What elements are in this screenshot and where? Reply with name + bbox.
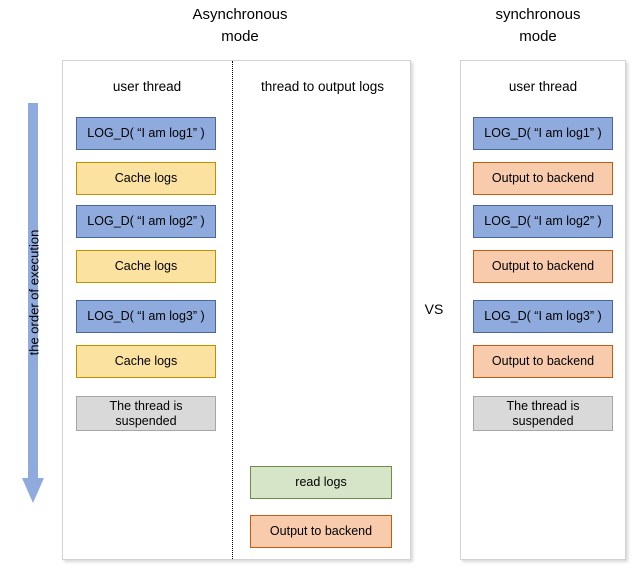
async-step-log3[interactable]: LOG_D( “I am log3” ) <box>76 300 216 333</box>
sync-step-output-to-backend-1[interactable]: Output to backend <box>473 162 613 195</box>
sync-step-log3[interactable]: LOG_D( “I am log3” ) <box>473 300 613 333</box>
async-step-read-logs[interactable]: read logs <box>250 466 392 499</box>
sync-step-log1[interactable]: LOG_D( “I am log1” ) <box>473 117 613 150</box>
sync-step-output-to-backend-2[interactable]: Output to backend <box>473 250 613 283</box>
execution-order-label: the order of execution <box>26 229 42 356</box>
async-step-cache-logs-2[interactable]: Cache logs <box>76 250 216 283</box>
sync-step-thread-suspended[interactable]: The thread is suspended <box>473 396 613 431</box>
async-step-thread-suspended[interactable]: The thread is suspended <box>76 396 216 431</box>
async-mode-title: Asynchronous mode <box>192 6 288 45</box>
execution-order-arrow: the order of execution <box>22 103 44 503</box>
async-step-cache-logs-1[interactable]: Cache logs <box>76 162 216 195</box>
comparison-label: VS <box>424 301 444 317</box>
async-step-output-to-backend[interactable]: Output to backend <box>250 515 392 548</box>
async-output-thread-header: thread to output logs <box>260 79 385 94</box>
arrow-shaft-icon <box>28 103 38 481</box>
sync-step-log2[interactable]: LOG_D( “I am log2” ) <box>473 205 613 238</box>
sync-mode-title: synchronous mode <box>495 6 581 45</box>
sync-step-output-to-backend-3[interactable]: Output to backend <box>473 345 613 378</box>
sync-user-thread-header: user thread <box>508 79 578 94</box>
async-step-cache-logs-3[interactable]: Cache logs <box>76 345 216 378</box>
thread-divider <box>232 61 233 559</box>
async-step-log1[interactable]: LOG_D( “I am log1” ) <box>76 117 216 150</box>
async-step-log2[interactable]: LOG_D( “I am log2” ) <box>76 205 216 238</box>
arrow-down-icon <box>22 478 44 503</box>
async-user-thread-header: user thread <box>112 79 182 94</box>
